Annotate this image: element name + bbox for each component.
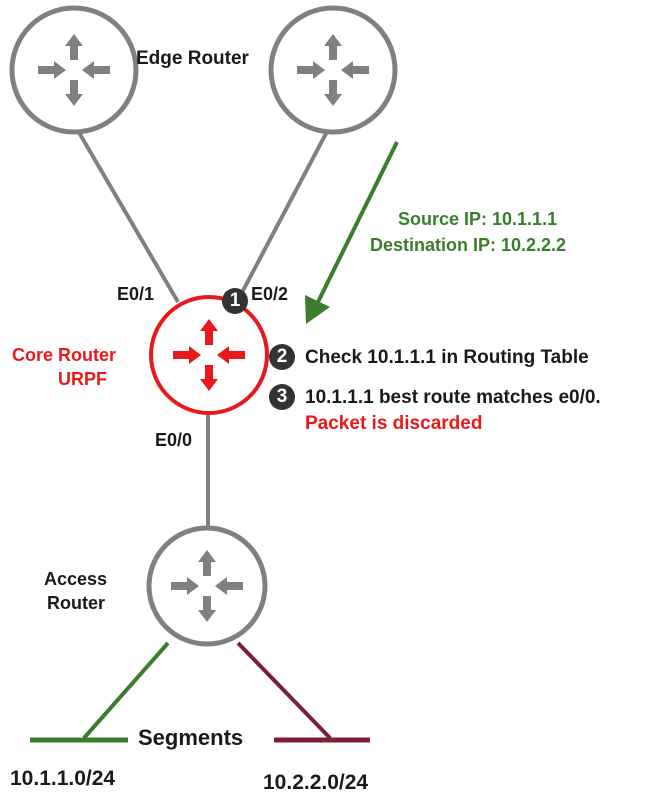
segments-label: Segments bbox=[138, 725, 244, 750]
core-router-icon[interactable] bbox=[149, 295, 269, 415]
interface-e02-label: E0/2 bbox=[251, 284, 289, 304]
step-2-text: Check 10.1.1.1 in Routing Table bbox=[305, 347, 589, 368]
interface-e00-label: E0/0 bbox=[155, 430, 193, 450]
edge-router-right-icon[interactable] bbox=[268, 5, 398, 135]
edge-router-left-icon[interactable] bbox=[9, 5, 139, 135]
packet-source-ip: Source IP: 10.1.1.1 bbox=[398, 209, 558, 229]
link-edge-left-core bbox=[72, 122, 180, 304]
packet-flow-arrow bbox=[305, 141, 399, 324]
step-2-badge: 2 bbox=[269, 344, 295, 370]
subnet-left-label: 10.1.1.0/24 bbox=[10, 767, 116, 790]
interface-e01-label: E0/1 bbox=[117, 284, 155, 304]
edge-router-label: Edge Router bbox=[136, 48, 249, 69]
step-3-text: 10.1.1.1 best route matches e0/0. bbox=[305, 387, 601, 408]
core-router-urpf-label: URPF bbox=[58, 369, 107, 389]
access-router-icon[interactable] bbox=[146, 525, 268, 647]
access-router-label: Access bbox=[44, 569, 108, 589]
link-edge-right-core bbox=[236, 125, 332, 301]
link-access-segment-right bbox=[236, 641, 332, 740]
step-1-badge: 1 bbox=[222, 288, 248, 314]
step-3-badge: 3 bbox=[269, 384, 295, 410]
step-3-result: Packet is discarded bbox=[305, 413, 483, 434]
subnet-right-label: 10.2.2.0/24 bbox=[263, 771, 369, 794]
core-router-label: Core Router bbox=[12, 345, 117, 365]
packet-destination-ip: Destination IP: 10.2.2.2 bbox=[370, 235, 567, 255]
access-router-label-line2: Router bbox=[47, 593, 105, 613]
link-access-segment-left bbox=[82, 641, 170, 740]
